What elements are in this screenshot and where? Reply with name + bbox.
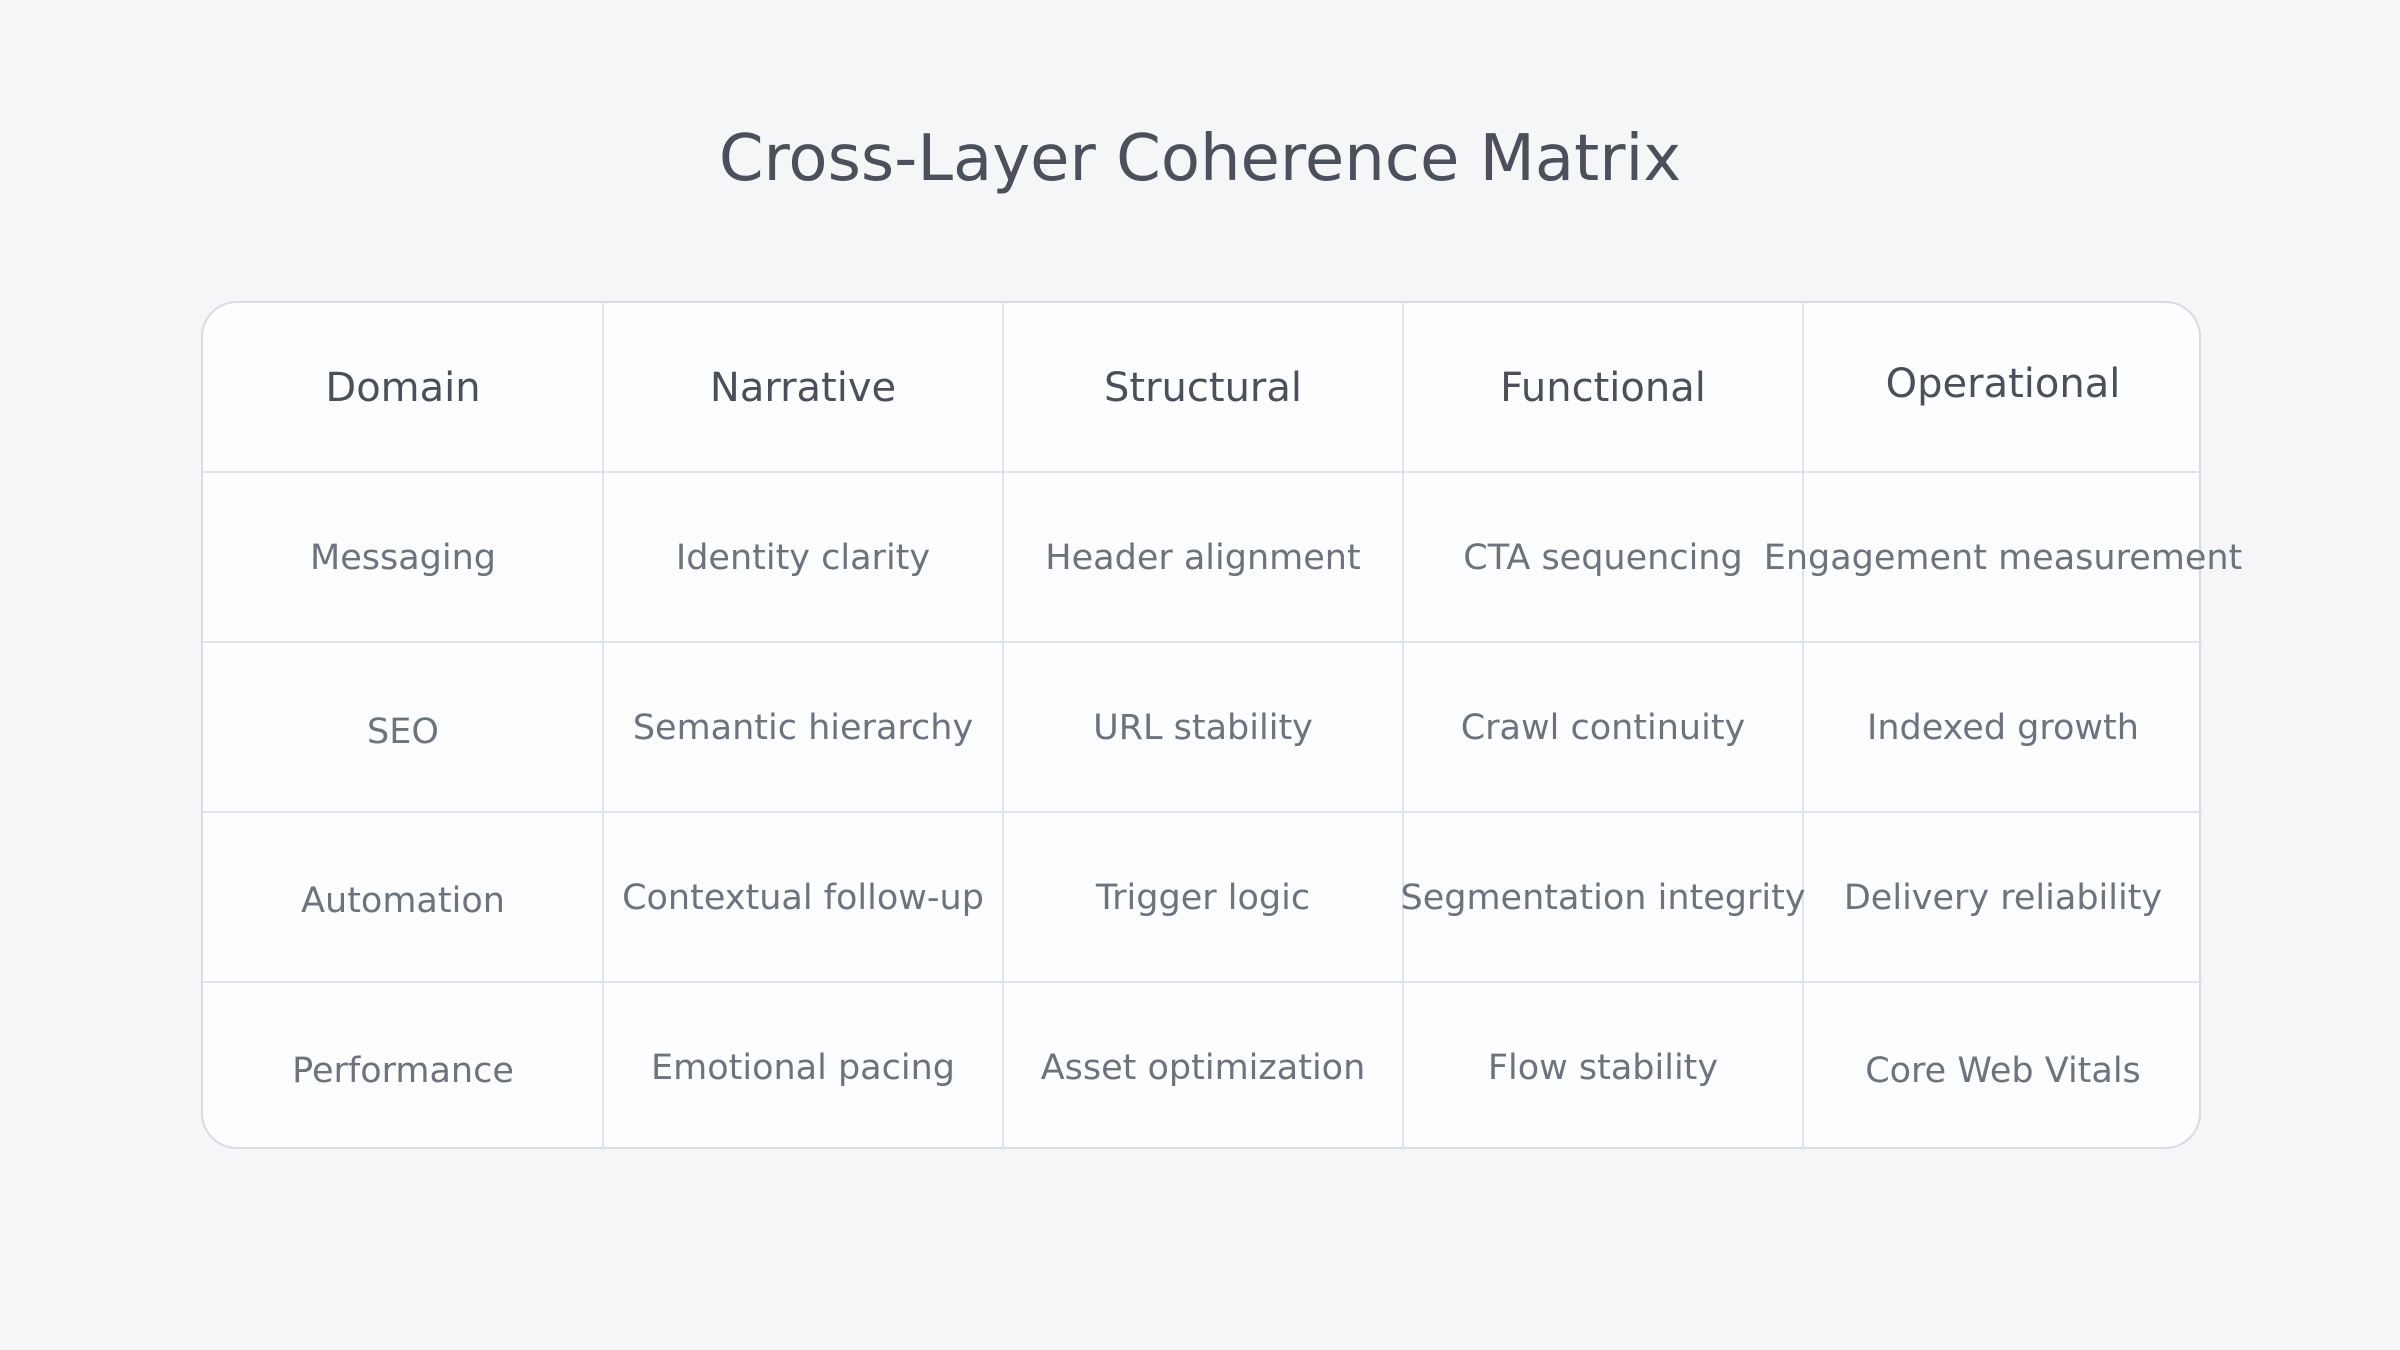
header-operational: Operational	[1885, 361, 2121, 407]
matrix-cell: CTA sequencing	[1463, 538, 1743, 578]
matrix-cell: Emotional pacing	[651, 1048, 955, 1088]
matrix-cell: Header alignment	[1045, 538, 1361, 578]
row-domain-label: Performance	[292, 1051, 514, 1091]
row-domain-label: Messaging	[310, 538, 496, 578]
page-title: Cross-Layer Coherence Matrix	[718, 122, 1682, 196]
matrix-cell: Contextual follow-up	[622, 878, 984, 918]
matrix-cell: Segmentation integrity	[1400, 878, 1806, 918]
matrix-cell: Semantic hierarchy	[632, 708, 974, 748]
header-domain: Domain	[325, 365, 481, 411]
header-functional: Functional	[1500, 365, 1706, 411]
coherence-matrix: Domain Narrative Structural Functional O…	[201, 301, 2243, 1151]
row-domain-label: SEO	[367, 712, 439, 752]
header-structural: Structural	[1104, 365, 1302, 411]
matrix-cell: Core Web Vitals	[1865, 1051, 2141, 1091]
matrix-cell: Indexed growth	[1867, 708, 2139, 748]
matrix-cell: Asset optimization	[1040, 1048, 1366, 1088]
matrix-cell: Engagement measurement	[1763, 538, 2243, 578]
header-narrative: Narrative	[709, 365, 897, 411]
matrix-cell: Trigger logic	[1095, 878, 1311, 918]
matrix-cell: Delivery reliability	[1843, 878, 2163, 918]
matrix-cell: Identity clarity	[675, 538, 931, 578]
matrix-cell: Crawl continuity	[1460, 708, 1746, 748]
matrix-cell: URL stability	[1093, 708, 1313, 748]
row-domain-label: Automation	[301, 881, 505, 921]
matrix-cell: Flow stability	[1487, 1048, 1719, 1088]
